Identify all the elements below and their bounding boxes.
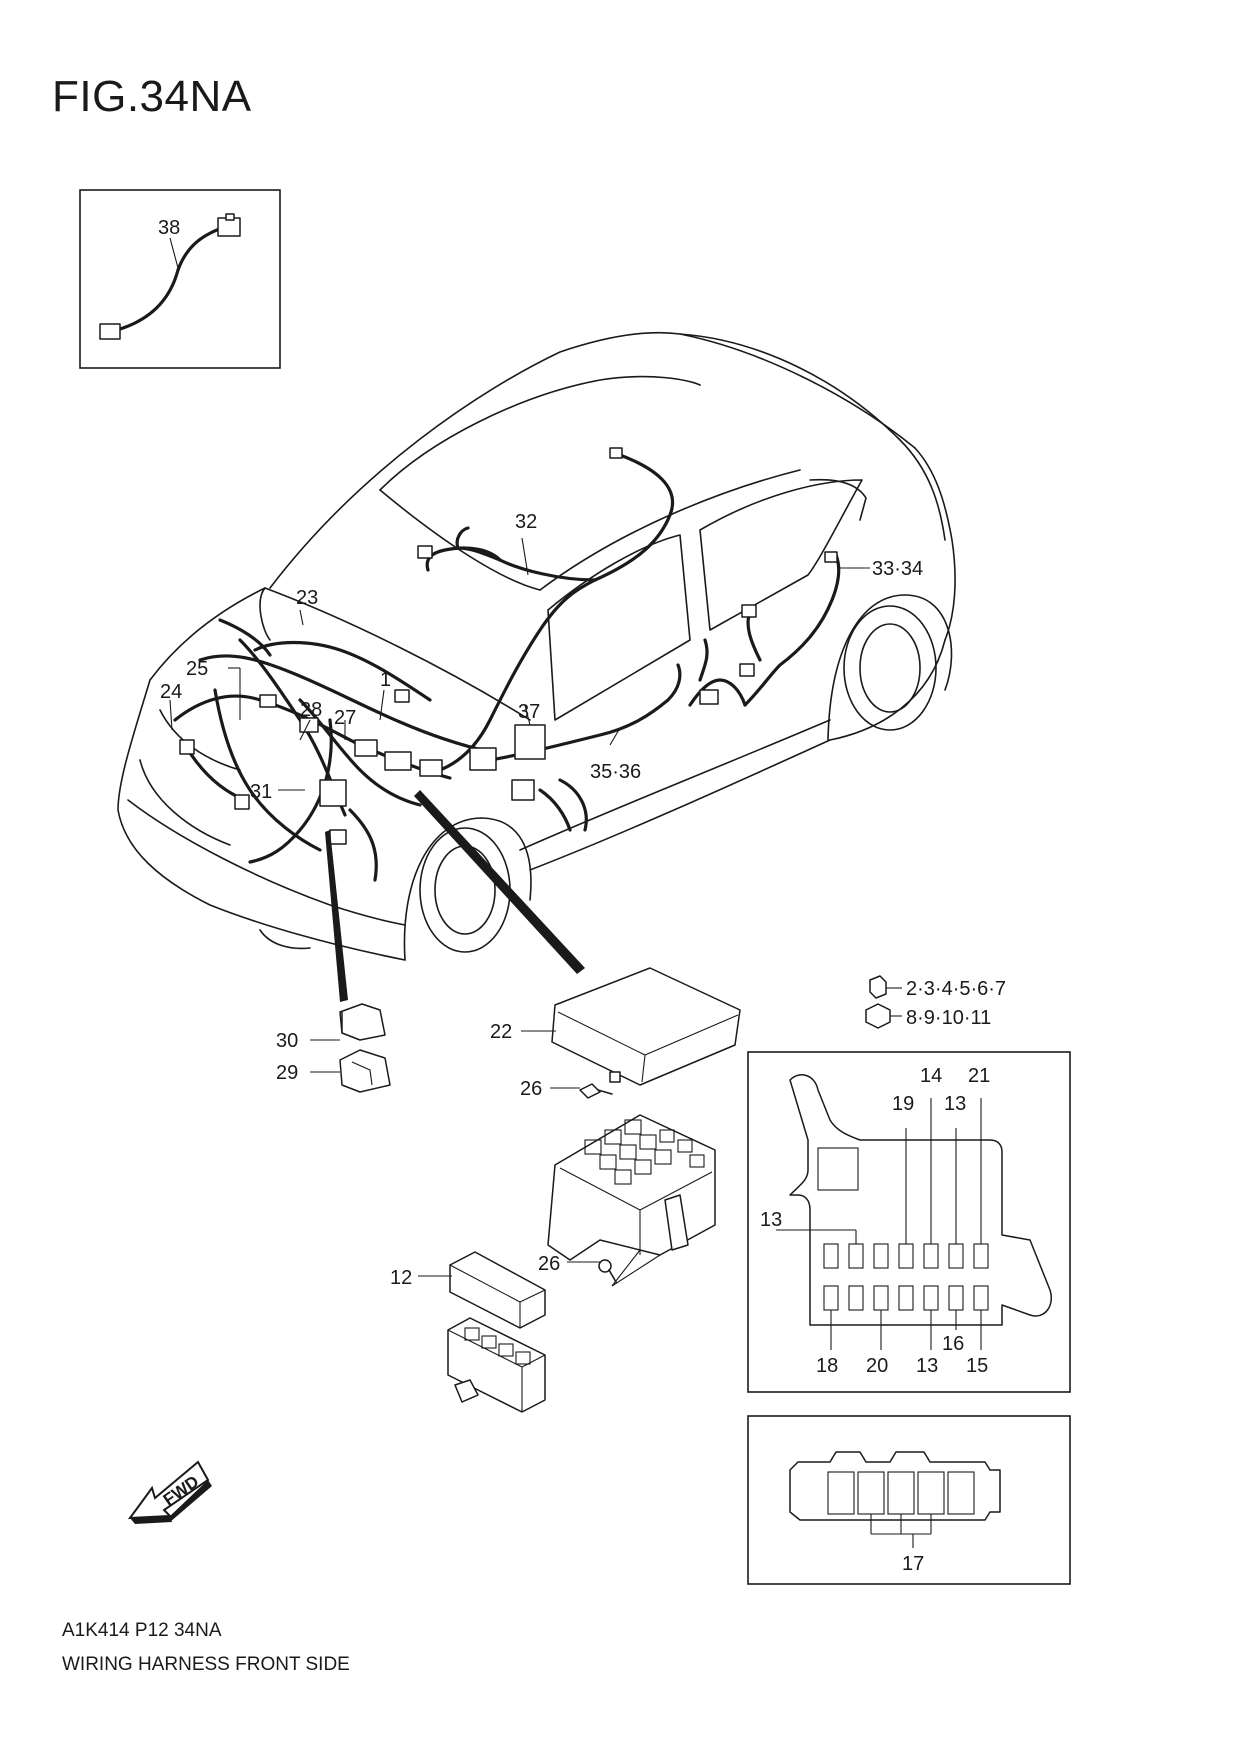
part-12-cover (449, 1251, 546, 1329)
part-29-bracket (339, 1049, 391, 1093)
callout-28: 28 (300, 699, 322, 721)
callout-12: 12 (390, 1267, 412, 1289)
relay-block (447, 1317, 546, 1413)
part-22-fusebox-cover (551, 967, 741, 1086)
callout-37: 37 (518, 701, 540, 723)
part-26-bolt-lower (598, 1249, 661, 1287)
callout-2-7: 2·3·4·5·6·7 (906, 978, 1006, 1000)
callout-27: 27 (334, 707, 356, 729)
callout-13-left: 13 (760, 1209, 782, 1231)
inset-harness-38 (79, 189, 281, 369)
callout-13-bottom: 13 (916, 1355, 938, 1377)
callout-32: 32 (515, 511, 537, 533)
fwd-arrow-icon: FWD (127, 1460, 212, 1524)
callout-33-34: 33·34 (872, 558, 923, 580)
callout-22: 22 (490, 1021, 512, 1043)
diagram-code: A1K414 P12 34NA (62, 1620, 222, 1641)
callout-15: 15 (966, 1355, 988, 1377)
relay-icons (865, 975, 902, 1029)
callout-leaders (169, 537, 870, 1277)
callout-numbers: 38 32 33·34 23 25 1 24 28 27 37 35·36 31… (158, 217, 1006, 1575)
main-harness-wires (173, 453, 841, 882)
callout-13-top: 13 (944, 1093, 966, 1115)
callout-24: 24 (160, 681, 182, 703)
car-body-outline (117, 331, 956, 961)
callout-21: 21 (968, 1065, 990, 1087)
callout-1: 1 (380, 669, 391, 691)
figure-title: FIG.34NA (52, 72, 252, 121)
callout-26-lower: 26 (538, 1253, 560, 1275)
relaybox-detail-panel (747, 1415, 1071, 1585)
callout-29: 29 (276, 1062, 298, 1084)
callout-17: 17 (902, 1553, 924, 1575)
callout-8-11: 8·9·10·11 (906, 1007, 991, 1029)
callout-26-top: 26 (520, 1078, 542, 1100)
callout-23: 23 (296, 587, 318, 609)
callout-20: 20 (866, 1355, 888, 1377)
callout-19: 19 (892, 1093, 914, 1115)
pointer-wedges (325, 790, 585, 1002)
callout-16: 16 (942, 1333, 964, 1355)
part-26-bolt-top (579, 1083, 613, 1099)
callout-35-36: 35·36 (590, 761, 641, 783)
callout-14: 14 (920, 1065, 942, 1087)
fusebox-body (547, 1114, 716, 1261)
harness-connectors (179, 447, 838, 845)
callout-30: 30 (276, 1030, 298, 1052)
callout-38: 38 (158, 217, 180, 239)
fusebox-detail-panel (747, 1051, 1071, 1393)
part-30-cover (339, 1003, 386, 1041)
diagram-title: WIRING HARNESS FRONT SIDE (62, 1654, 350, 1675)
callout-25: 25 (186, 658, 208, 680)
callout-18: 18 (816, 1355, 838, 1377)
callout-31: 31 (250, 781, 272, 803)
